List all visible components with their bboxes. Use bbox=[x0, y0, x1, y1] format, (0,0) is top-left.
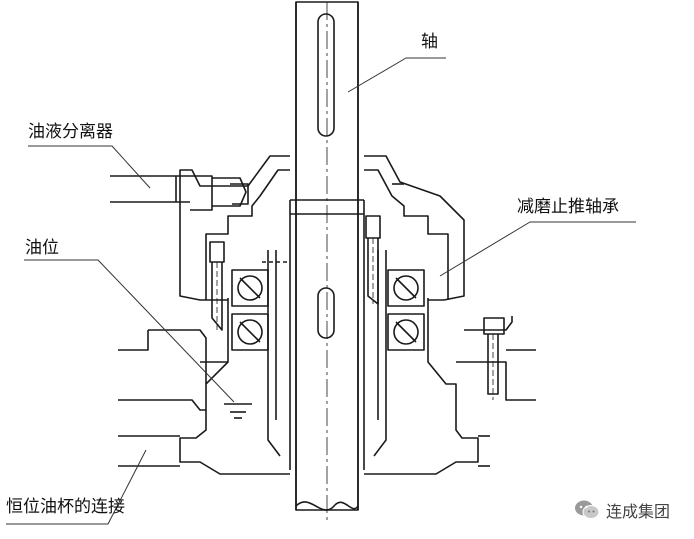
wechat-icon bbox=[575, 500, 600, 519]
shaft-keyway-upper bbox=[317, 13, 335, 137]
label-oil-level: 油位 bbox=[25, 238, 59, 258]
watermark: 连成集团 bbox=[574, 497, 670, 523]
shaft-keyway-lower bbox=[317, 287, 335, 339]
label-shaft: 轴 bbox=[421, 32, 438, 52]
leader-shaft bbox=[347, 57, 446, 93]
leader-oil-level bbox=[24, 259, 235, 403]
housing-right bbox=[364, 155, 536, 475]
leader-oil-separator bbox=[28, 145, 151, 189]
label-oil-separator: 油液分离器 bbox=[28, 122, 113, 142]
thrust-bearing-left bbox=[231, 269, 269, 351]
label-cup-connection: 恒位油杯的连接 bbox=[6, 497, 125, 517]
leader-lines bbox=[6, 57, 636, 525]
label-thrust-bearing: 减磨止推轴承 bbox=[517, 197, 619, 217]
leader-thrust-bearing bbox=[439, 221, 636, 277]
thrust-bearing-right bbox=[387, 269, 425, 351]
watermark-text: 连成集团 bbox=[606, 502, 671, 521]
housing-left bbox=[110, 155, 290, 475]
shaft bbox=[289, 1, 365, 520]
leader-cup-connection bbox=[6, 449, 147, 525]
